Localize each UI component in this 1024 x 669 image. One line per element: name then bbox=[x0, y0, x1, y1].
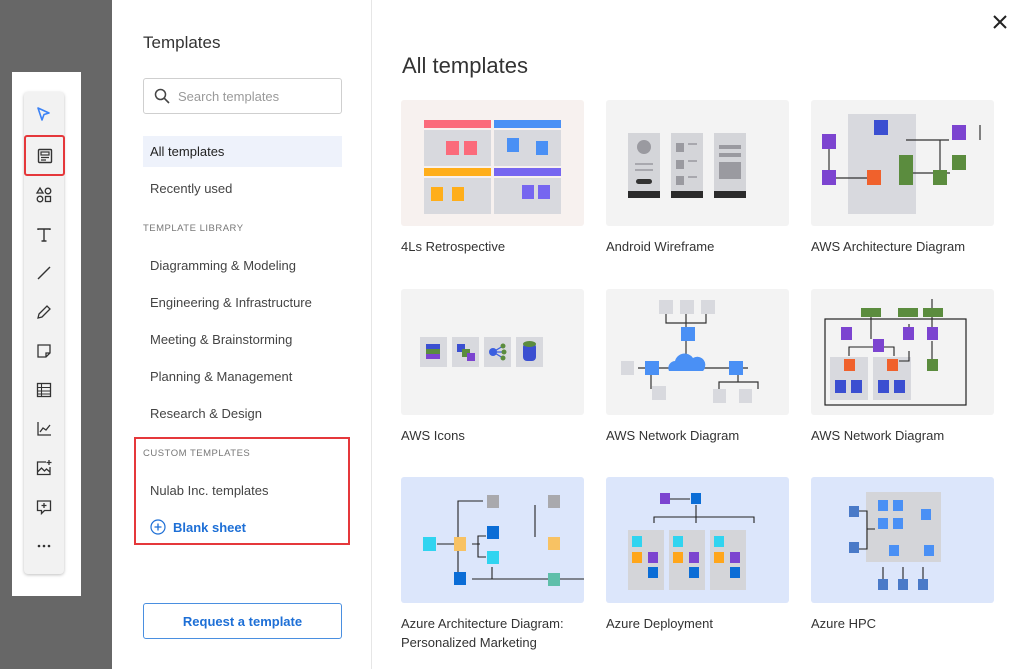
template-label: Azure Deployment bbox=[606, 616, 713, 631]
close-icon[interactable] bbox=[990, 12, 1010, 32]
aws-icons-preview bbox=[420, 337, 543, 367]
nav-planning-management[interactable]: Planning & Management bbox=[150, 369, 293, 384]
template-thumbnail bbox=[811, 289, 994, 415]
plus-circle-icon bbox=[150, 519, 166, 535]
search-input[interactable] bbox=[178, 88, 328, 104]
template-library-header: TEMPLATE LIBRARY bbox=[143, 223, 244, 234]
table-icon bbox=[36, 382, 52, 398]
template-label: Azure Architecture Diagram: Personalized… bbox=[401, 616, 564, 650]
blank-sheet-button[interactable]: Blank sheet bbox=[150, 519, 246, 535]
template-label: Azure HPC bbox=[811, 616, 877, 631]
comment-tool[interactable] bbox=[30, 493, 58, 521]
template-label: AWS Architecture Diagram bbox=[811, 239, 966, 254]
pen-tool[interactable] bbox=[30, 298, 58, 326]
template-icon bbox=[37, 148, 52, 163]
request-template-button[interactable]: Request a template bbox=[143, 603, 342, 639]
template-card-aws-icons[interactable]: AWS Icons bbox=[401, 289, 584, 445]
retrospective-preview bbox=[424, 120, 561, 214]
shapes-tool[interactable] bbox=[30, 181, 58, 209]
shapes-icon bbox=[35, 186, 52, 203]
sidebar-title: Templates bbox=[143, 33, 221, 52]
custom-templates-header: CUSTOM TEMPLATES bbox=[143, 448, 251, 459]
template-label: AWS Network Diagram bbox=[606, 428, 740, 443]
more-tool[interactable] bbox=[30, 532, 58, 560]
image-add-icon bbox=[36, 460, 52, 476]
pencil-icon bbox=[37, 305, 51, 319]
template-thumbnail bbox=[606, 100, 789, 226]
template-label: AWS Icons bbox=[401, 428, 465, 443]
custom-templates-highlight bbox=[134, 437, 350, 545]
nav-research-design[interactable]: Research & Design bbox=[150, 406, 262, 421]
template-label: 4Ls Retrospective bbox=[401, 239, 506, 254]
template-thumbnail bbox=[401, 100, 584, 226]
comment-add-icon bbox=[36, 500, 52, 516]
template-label: AWS Network Diagram bbox=[811, 428, 945, 443]
template-label: Android Wireframe bbox=[606, 239, 715, 254]
pointer-icon bbox=[37, 107, 50, 121]
blank-sheet-label: Blank sheet bbox=[173, 519, 246, 535]
text-tool[interactable] bbox=[30, 221, 58, 249]
template-card-aws-architecture[interactable]: AWS Architecture Diagram bbox=[811, 100, 994, 256]
chart-icon bbox=[37, 422, 51, 436]
template-thumbnail bbox=[401, 289, 584, 415]
text-icon bbox=[37, 228, 51, 242]
templates-sidebar: Templates All templates Recently used TE… bbox=[112, 0, 372, 669]
template-card-aws-network-1[interactable]: AWS Network Diagram bbox=[606, 289, 789, 445]
aws-architecture-preview bbox=[822, 114, 981, 214]
templates-dialog: Templates All templates Recently used TE… bbox=[112, 0, 1024, 669]
azure-architecture-preview bbox=[423, 495, 584, 586]
template-thumbnail bbox=[606, 477, 789, 603]
nav-all-templates[interactable]: All templates bbox=[143, 136, 342, 167]
template-card-android-wireframe[interactable]: Android Wireframe bbox=[606, 100, 789, 256]
wireframe-preview bbox=[628, 133, 746, 198]
template-card-4ls-retrospective[interactable]: 4Ls Retrospective bbox=[401, 100, 584, 256]
template-card-azure-deployment[interactable]: Azure Deployment bbox=[606, 477, 789, 633]
aws-network-preview bbox=[621, 300, 759, 403]
template-card-azure-architecture[interactable]: Azure Architecture Diagram: Personalized… bbox=[401, 477, 584, 652]
nav-engineering-infrastructure[interactable]: Engineering & Infrastructure bbox=[150, 295, 312, 310]
sticky-note-tool[interactable] bbox=[30, 337, 58, 365]
template-thumbnail bbox=[401, 477, 584, 603]
template-thumbnail bbox=[606, 289, 789, 415]
search-box[interactable] bbox=[143, 78, 342, 114]
azure-deployment-preview bbox=[628, 493, 755, 590]
page-title: All templates bbox=[402, 53, 528, 78]
sticky-note-icon bbox=[37, 344, 51, 358]
template-card-azure-hpc[interactable]: Azure HPC bbox=[811, 477, 994, 633]
templates-tool[interactable] bbox=[24, 135, 65, 176]
template-thumbnail bbox=[811, 100, 994, 226]
nav-recently-used[interactable]: Recently used bbox=[150, 181, 233, 196]
image-tool[interactable] bbox=[30, 454, 58, 482]
aws-network-preview-2 bbox=[824, 299, 967, 406]
azure-hpc-preview bbox=[849, 492, 941, 590]
select-tool[interactable] bbox=[30, 100, 58, 128]
nav-diagramming-modeling[interactable]: Diagramming & Modeling bbox=[150, 258, 296, 273]
line-tool[interactable] bbox=[30, 259, 58, 287]
more-icon bbox=[37, 544, 51, 548]
template-thumbnail bbox=[811, 477, 994, 603]
line-icon bbox=[37, 266, 51, 280]
chart-tool[interactable] bbox=[30, 415, 58, 443]
template-card-aws-network-2[interactable]: AWS Network Diagram bbox=[811, 289, 994, 445]
nav-nulab-templates[interactable]: Nulab Inc. templates bbox=[150, 483, 269, 498]
search-icon bbox=[154, 88, 170, 104]
left-toolbar bbox=[24, 92, 65, 574]
table-tool[interactable] bbox=[30, 376, 58, 404]
nav-meeting-brainstorming[interactable]: Meeting & Brainstorming bbox=[150, 332, 293, 347]
